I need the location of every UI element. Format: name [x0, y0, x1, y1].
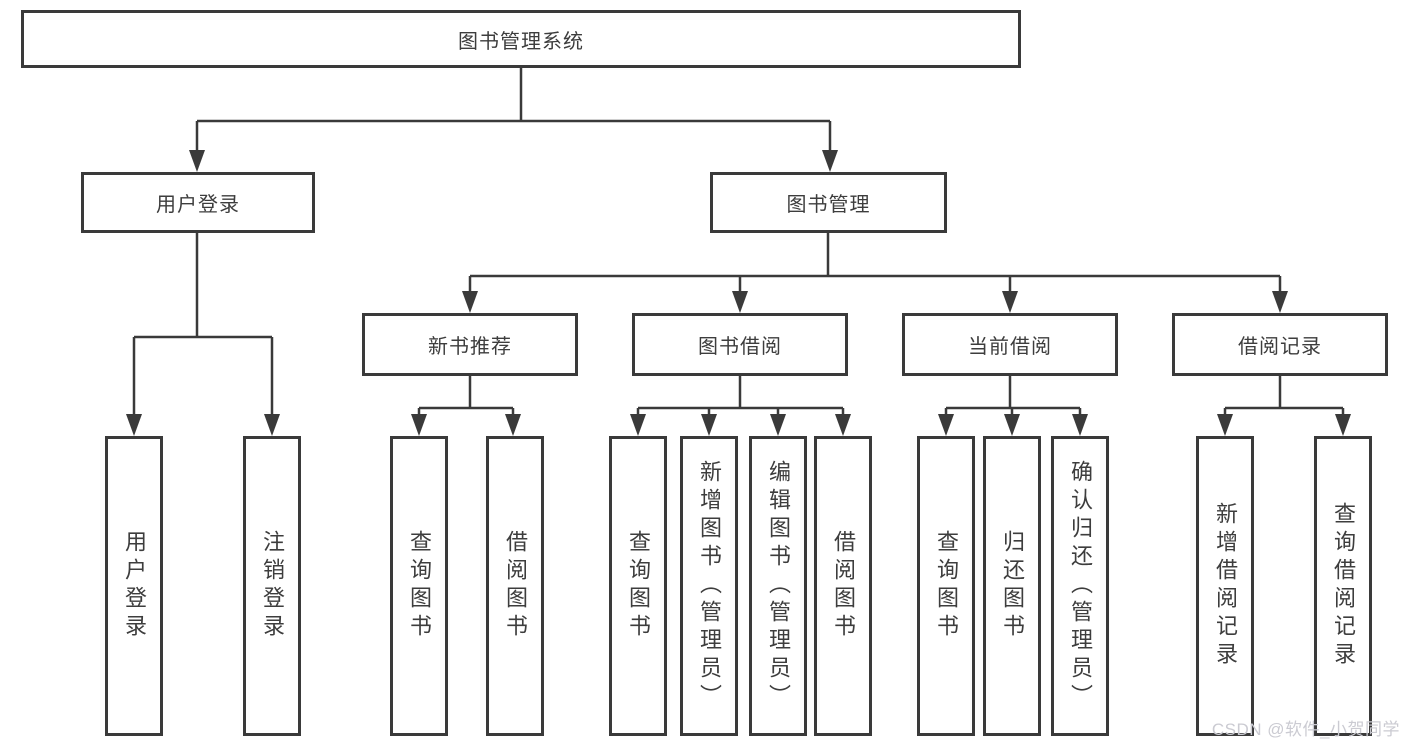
leaf-bb-borrow-books: 借阅图书	[814, 436, 872, 736]
node-current-borrowing: 当前借阅	[902, 313, 1118, 376]
leaf-cb-query-books: 查询图书	[917, 436, 975, 736]
csdn-watermark: CSDN @软件_小贺同学	[1212, 715, 1400, 740]
node-borrow-records-label: 借阅记录	[1238, 336, 1322, 358]
leaf-nbr-query-books: 查询图书	[390, 436, 448, 736]
arrowheads	[126, 150, 1351, 436]
leaf-br-query-record-label: 查询借阅记录	[1331, 502, 1356, 670]
leaf-bb-add-books-admin: 新增图书（管理员）	[680, 436, 738, 736]
node-book-management-label: 图书管理	[786, 194, 871, 216]
node-library-system-label: 图书管理系统	[458, 30, 584, 53]
csdn-watermark-text: CSDN @软件_小贺同学	[1211, 720, 1400, 739]
leaf-br-add-record-label: 新增借阅记录	[1213, 502, 1238, 670]
node-user-login-label: 用户登录	[156, 194, 240, 216]
leaf-cb-query-books-label: 查询图书	[934, 530, 959, 642]
leaf-br-add-record: 新增借阅记录	[1196, 436, 1254, 736]
leaf-cb-confirm-return-admin-label: 确认归还（管理员）	[1068, 460, 1093, 712]
node-book-borrowing: 图书借阅	[632, 313, 848, 376]
leaf-bb-edit-books-admin: 编辑图书（管理员）	[749, 436, 807, 736]
leaf-cb-return-books: 归还图书	[983, 436, 1041, 736]
leaf-user-login: 用户登录	[105, 436, 163, 736]
leaf-bb-query-books: 查询图书	[609, 436, 667, 736]
leaf-bb-query-books-label: 查询图书	[626, 530, 651, 642]
leaf-bb-edit-books-admin-label: 编辑图书（管理员）	[766, 460, 791, 712]
node-book-management: 图书管理	[710, 172, 947, 233]
leaf-br-query-record: 查询借阅记录	[1314, 436, 1372, 736]
node-book-borrowing-label: 图书借阅	[698, 336, 782, 358]
node-new-book-recommend-label: 新书推荐	[428, 336, 512, 358]
leaf-logout-login-label: 注销登录	[260, 530, 285, 642]
leaf-nbr-borrow-books: 借阅图书	[486, 436, 544, 736]
node-library-system: 图书管理系统	[21, 10, 1021, 68]
node-borrow-records: 借阅记录	[1172, 313, 1388, 376]
leaf-nbr-borrow-books-label: 借阅图书	[503, 530, 528, 642]
leaf-nbr-query-books-label: 查询图书	[407, 530, 432, 642]
node-current-borrowing-label: 当前借阅	[968, 336, 1052, 358]
leaf-bb-borrow-books-label: 借阅图书	[831, 530, 856, 642]
node-new-book-recommend: 新书推荐	[362, 313, 578, 376]
leaf-logout-login: 注销登录	[243, 436, 301, 736]
leaf-cb-return-books-label: 归还图书	[1000, 530, 1025, 642]
node-user-login: 用户登录	[81, 172, 315, 233]
leaf-bb-add-books-admin-label: 新增图书（管理员）	[697, 460, 722, 712]
leaf-user-login-label: 用户登录	[122, 530, 147, 642]
leaf-cb-confirm-return-admin: 确认归还（管理员）	[1051, 436, 1109, 736]
